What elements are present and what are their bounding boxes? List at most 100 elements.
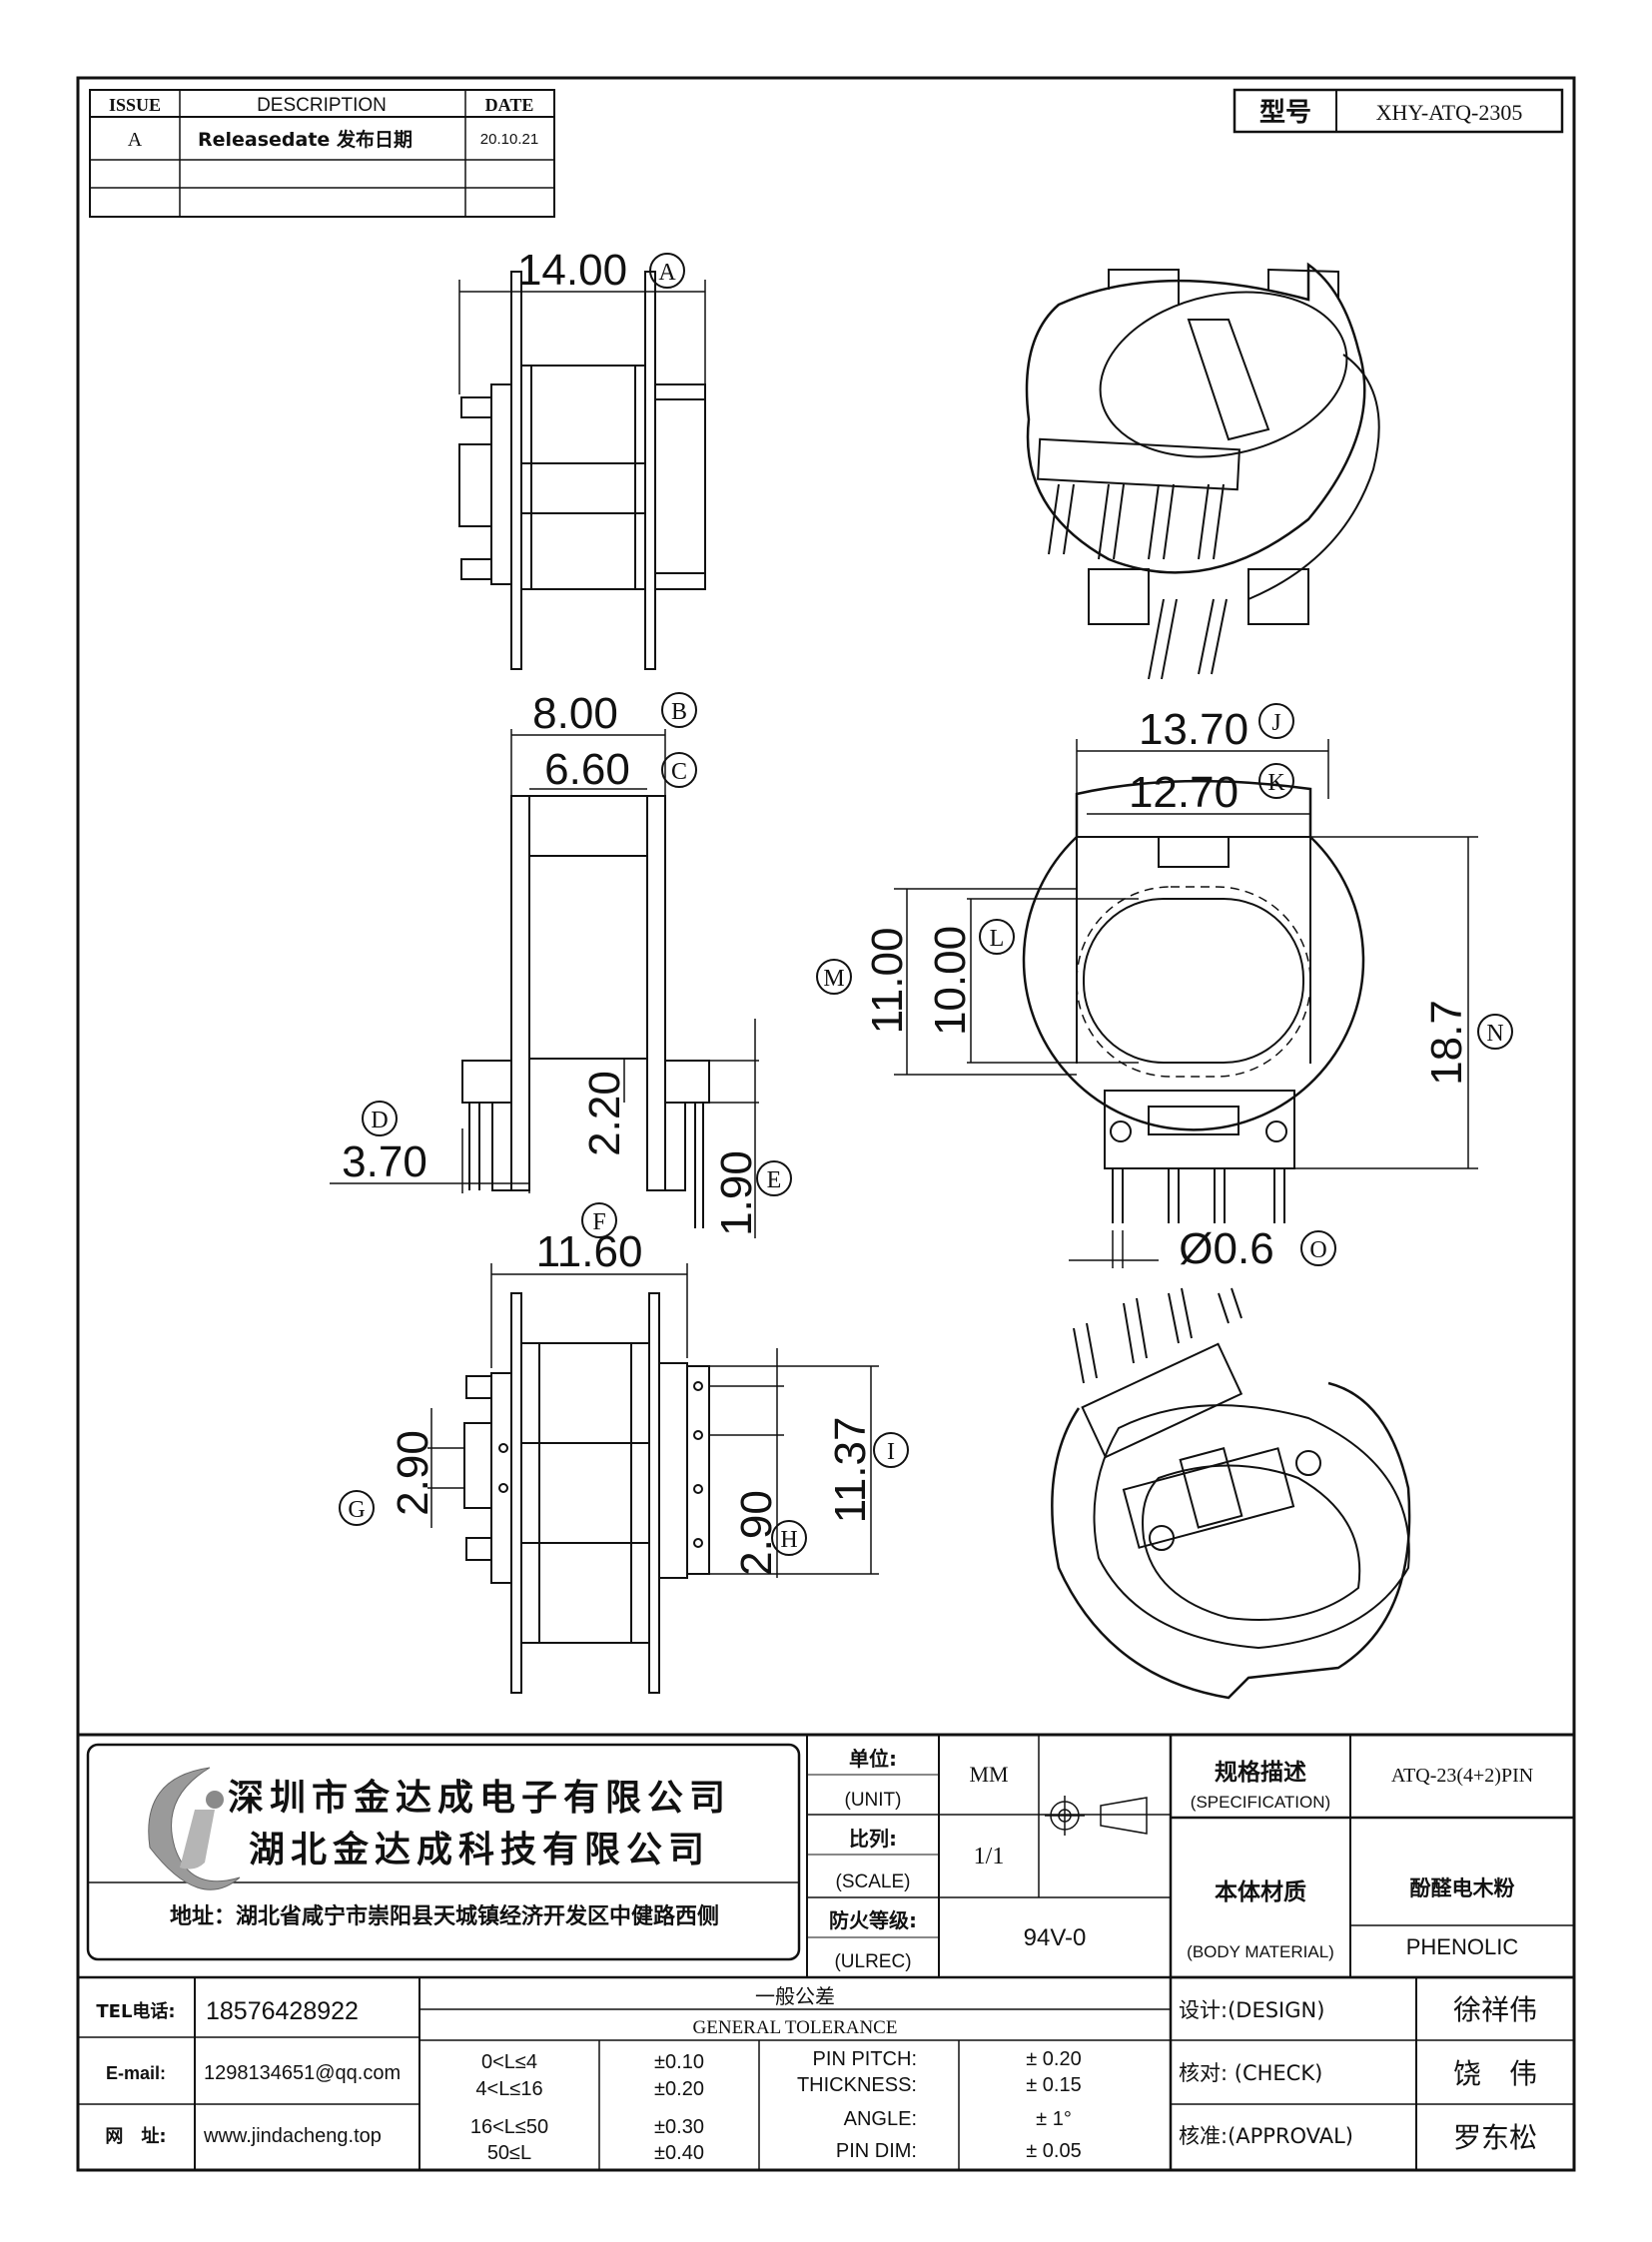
bottom-view [463,1292,710,1694]
projection-symbol-icon [1045,1796,1148,1836]
tol-range-2: 4<L≤16 [475,2078,542,2100]
material-label-cn: 本体材质 [1215,1879,1306,1905]
model-label: 型号 [1259,98,1311,128]
rev-row-issue: A [128,129,143,151]
unit-value: MM [969,1762,1008,1787]
dim-f: 11.60 F [490,1202,688,1368]
design-label: 设计:(DESIGN) [1179,1998,1324,2022]
fire-label-cn: 防火等级: [829,1908,917,1932]
approve-label: 核准:(APPROVAL) [1179,2124,1353,2148]
tol-range-1: 0<L≤4 [481,2051,537,2073]
spec-material-grid: 规格描述 (SPECIFICATION) ATQ-23(4+2)PIN 本体材质… [1171,1735,1574,1979]
company-name-1: 深圳市金达成电子有限公司 [228,1777,731,1819]
dim-b: 8.00 B [510,689,697,796]
dim-b-tag: B [671,699,687,725]
dim-e-tag: E [767,1167,782,1193]
dim-j-value: 13.70 [1139,705,1248,754]
email-label: E-mail: [106,2063,166,2083]
company-name-2: 湖北金达成科技有限公司 [249,1829,710,1870]
approve-name: 罗东松 [1453,2121,1537,2154]
scale-label-en: (SCALE) [836,1871,911,1892]
revision-table: ISSUE DESCRIPTION DATE A Releasedate 发布日… [89,89,555,218]
unit-label-en: (UNIT) [845,1790,902,1811]
dim-m-tag: M [823,966,844,992]
dim-h-tag: H [780,1527,797,1553]
dim-e-value: 1.90 [712,1150,761,1236]
tol-range-4: 50≤L [487,2142,531,2164]
dim-extra-220: 2.20 [580,1059,629,1156]
dim-i: 11.37 I [709,1365,909,1575]
rev-row-date: 20.10.21 [480,131,538,148]
check-name: 饶 伟 [1453,2057,1537,2090]
tol-other-name-2: THICKNESS: [797,2074,917,2096]
web-label: 网 址: [105,2126,166,2147]
sheet-border [76,76,1576,2172]
dim-o: Ø0.6 O [1069,1224,1336,1273]
dim-m-value: 11.00 [863,928,912,1035]
spec-label-cn: 规格描述 [1215,1759,1306,1786]
dim-c-value: 6.60 [544,745,630,794]
dim-d: 3.70 D [330,1101,530,1193]
rev-header-date: DATE [485,95,534,115]
dim-o-value: Ø0.6 [1179,1224,1273,1273]
dim-n-tag: N [1486,1021,1503,1047]
side-view-middle [461,795,710,1228]
rev-row-description: Releasedate 发布日期 [198,128,413,151]
spec-value: ATQ-23(4+2)PIN [1391,1765,1533,1787]
unit-label-cn: 单位: [849,1747,897,1771]
dim-i-tag: I [887,1439,895,1465]
dim-h: 2.90 H [709,1348,807,1578]
tol-range-3: 16<L≤50 [470,2116,548,2138]
dim-a: 14.00 A [458,246,706,394]
fire-label-en: (ULREC) [834,1951,911,1972]
tol-value-2: ±0.20 [654,2078,704,2100]
dim-f-tag: F [592,1209,605,1235]
tol-other-value-2: ± 0.15 [1026,2074,1081,2096]
material-value-cn: 酚醛电木粉 [1410,1876,1515,1900]
tol-value-3: ±0.30 [654,2116,704,2138]
dim-g: 2.90 G [339,1408,464,1528]
dim-k-value: 12.70 [1129,768,1239,817]
company-address: 地址：湖北省咸宁市崇阳县天城镇经济开发区中健路西侧 [170,1903,719,1929]
dim-d-value: 3.70 [342,1137,427,1186]
tolerance-title-en: GENERAL TOLERANCE [693,2017,898,2038]
spec-label-en: (SPECIFICATION) [1191,1793,1330,1812]
material-value-en: PHENOLIC [1406,1934,1519,1959]
tolerance-title-cn: 一般公差 [755,1984,835,2008]
company-logo [148,1767,241,1890]
rev-header-issue: ISSUE [109,95,161,115]
fire-value: 94V-0 [1024,1924,1087,1951]
dim-l: 10.00 L [926,898,1139,1064]
tol-value-4: ±0.40 [654,2142,704,2164]
side-view-top [458,271,706,670]
tolerance-ranges: 0<L≤4 ±0.10 4<L≤16 ±0.20 16<L≤50 ±0.30 5… [470,2051,704,2164]
dim-k: 12.70 K [1087,763,1310,817]
dim-m: 11.00 M [816,888,1077,1076]
scale-value: 1/1 [974,1844,1005,1869]
model-box: 型号 XHY-ATQ-2305 [1233,88,1564,134]
check-label: 核对: (CHECK) [1179,2061,1322,2085]
dim-d-tag: D [371,1108,388,1133]
dim-n: 18.7 N [1294,836,1513,1169]
email-value: 1298134651@qq.com [204,2062,401,2084]
dim-j-tag: J [1271,710,1280,736]
tol-other-value-4: ± 0.05 [1026,2140,1081,2162]
dim-i-value: 11.37 [826,1417,875,1524]
isometric-view-bottom [1051,1287,1411,1700]
model-value: XHY-ATQ-2305 [1376,100,1523,125]
tel-label: TEL电话: [96,2000,175,2022]
dim-k-tag: K [1267,770,1285,796]
tol-other-value-1: ± 0.20 [1026,2048,1081,2070]
dim-l-tag: L [990,926,1005,952]
rev-header-description: DESCRIPTION [257,95,387,116]
dim-g-tag: G [348,1497,365,1523]
scale-label-cn: 比列: [849,1827,897,1851]
dim-g-value: 2.90 [389,1430,437,1516]
dim-j: 13.70 J [1076,703,1329,799]
tol-other-name-4: PIN DIM: [836,2140,917,2162]
web-value: www.jindacheng.top [203,2125,382,2147]
dim-a-value: 14.00 [517,246,627,295]
lower-grid [78,1975,1574,2170]
dim-n-value: 18.7 [1422,1000,1471,1086]
